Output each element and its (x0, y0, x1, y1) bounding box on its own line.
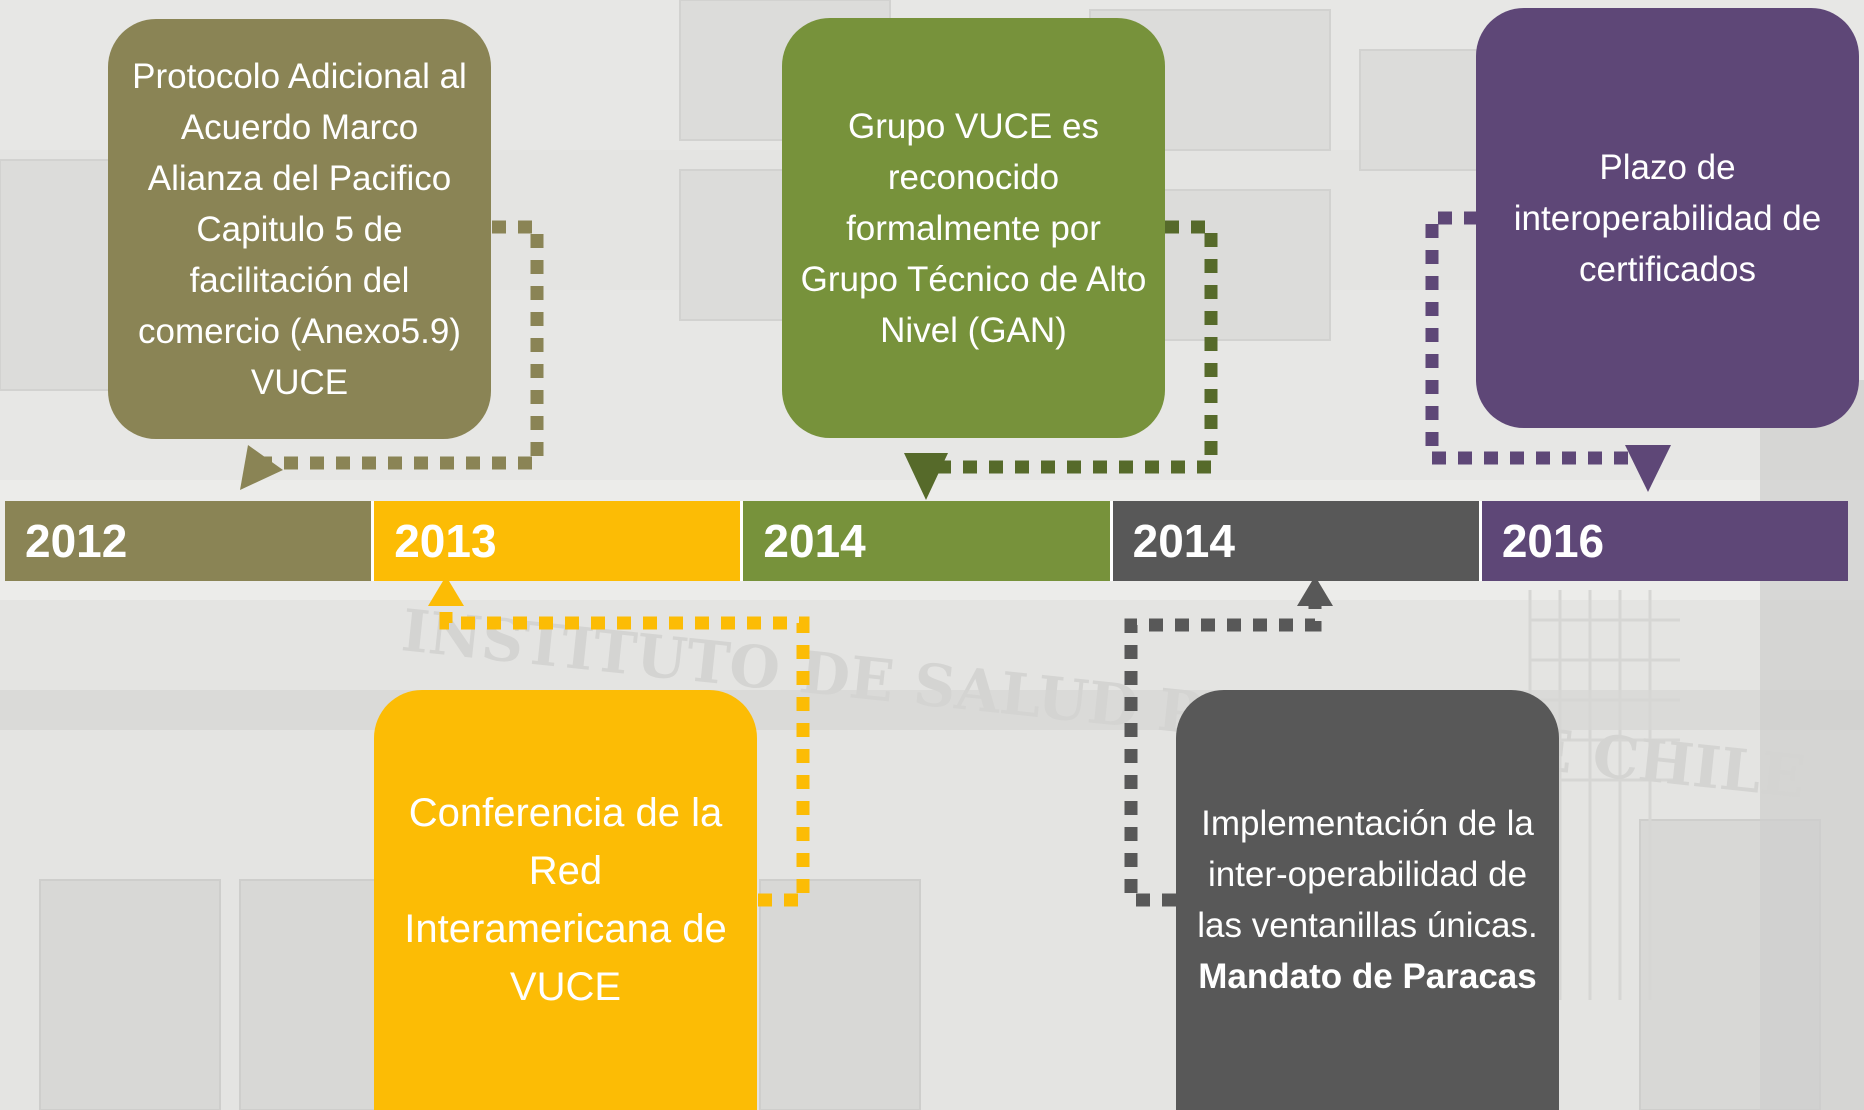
event-box-plazo: Plazo de interoperabilidad de certificad… (1476, 8, 1859, 428)
event-text-grupo: Grupo VUCE es reconocido formalmente por… (800, 106, 1147, 350)
event-box-implementacion: Implementación de la inter-operabilidad … (1176, 690, 1559, 1110)
event-text-conferencia: Conferencia de la Red Interamericana de … (404, 791, 727, 1009)
event-text-protocolo: Protocolo Adicional al Acuerdo Marco Ali… (132, 56, 467, 402)
timeline-bar: 2012 2013 2014 2014 2016 (5, 501, 1849, 581)
event-box-conferencia: Conferencia de la Red Interamericana de … (374, 690, 757, 1110)
event-text-plazo: Plazo de interoperabilidad de certificad… (1513, 147, 1822, 289)
event-box-protocolo: Protocolo Adicional al Acuerdo Marco Ali… (108, 19, 491, 439)
timeline-segment-2016: 2016 (1481, 501, 1849, 581)
event-text-implementacion: Implementación de la inter-operabilidad … (1197, 804, 1538, 945)
timeline-segment-2012: 2012 (5, 501, 375, 581)
timeline-segment-2013: 2013 (374, 501, 744, 581)
timeline-segment-2014-b: 2014 (1112, 501, 1482, 581)
event-text-implementacion-bold: Mandato de Paracas (1198, 957, 1537, 996)
timeline-segment-2014-a: 2014 (743, 501, 1113, 581)
event-box-grupo: Grupo VUCE es reconocido formalmente por… (782, 18, 1165, 438)
